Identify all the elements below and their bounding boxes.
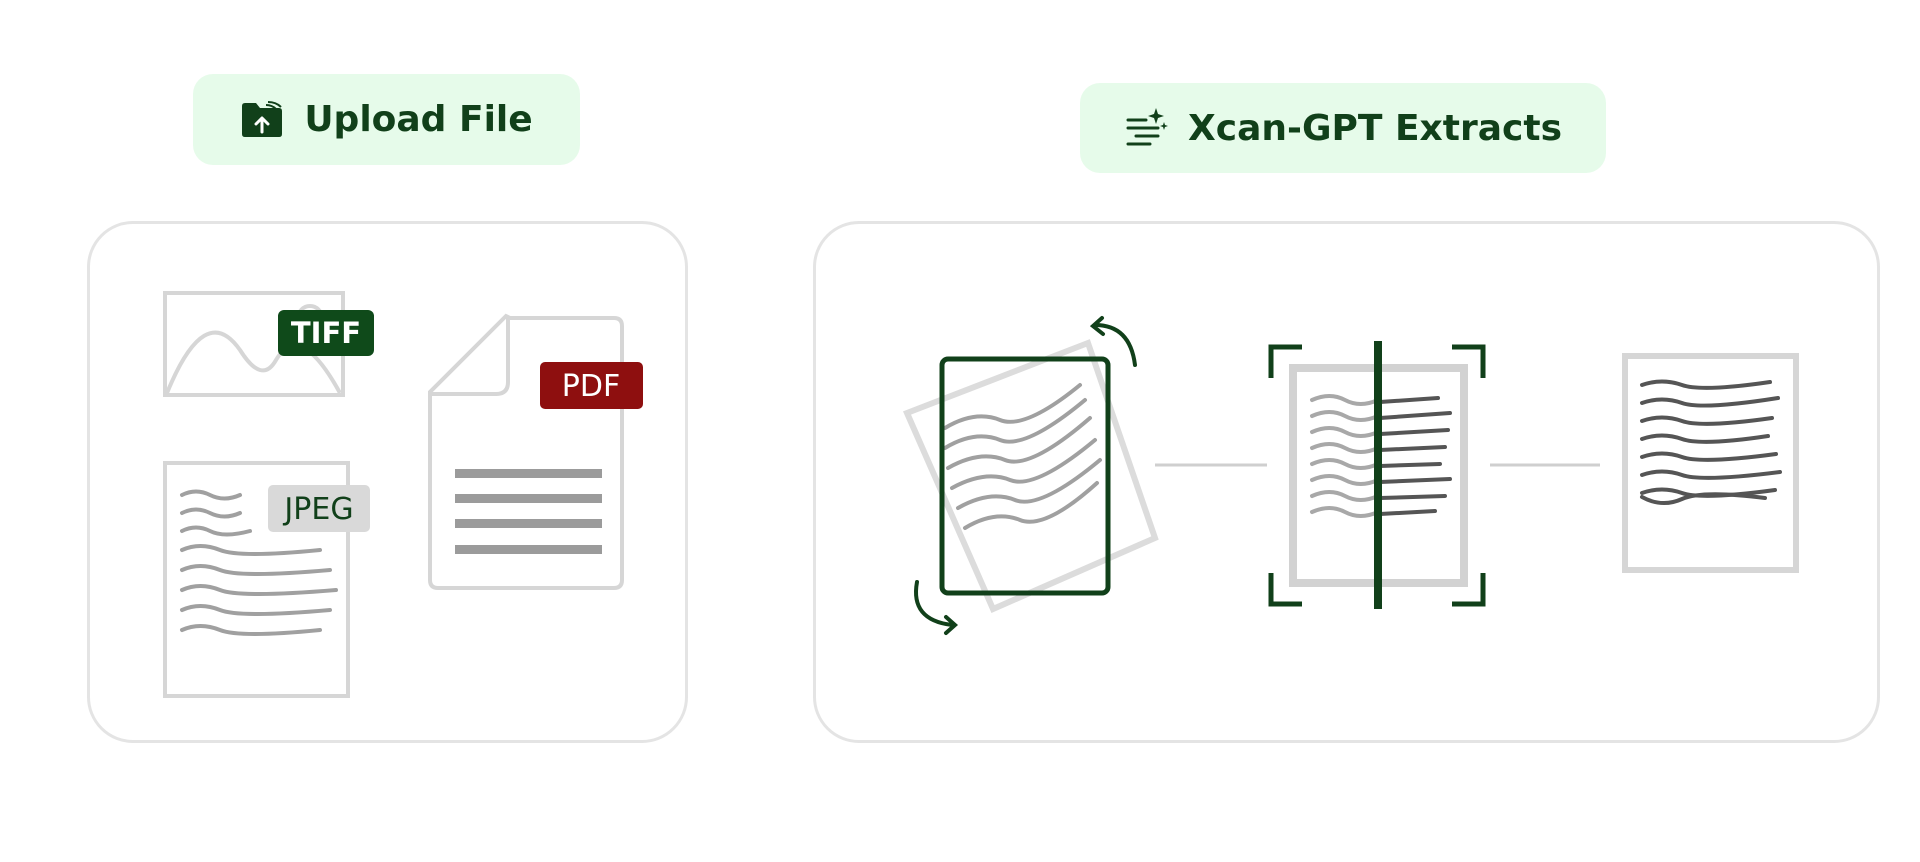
xcan-gpt-extracts-label: Xcan-GPT Extracts [1080,83,1606,173]
jpeg-badge: JPEG [268,485,370,532]
clean-document-icon [1622,353,1799,573]
scan-correct-icon [1268,341,1486,609]
tiff-label: TIFF [291,316,361,350]
folder-upload-icon [240,100,284,139]
xcan-gpt-extracts-title: Xcan-GPT Extracts [1187,107,1563,149]
pdf-badge: PDF [540,362,643,409]
jpeg-file-icon [163,461,350,698]
deskew-rotate-icon [902,316,1159,635]
upload-file-label: Upload File [193,74,580,165]
jpeg-label: JPEG [282,492,353,527]
upload-file-title: Upload File [304,99,533,140]
upload-formats-panel [87,221,688,743]
pdf-label: PDF [562,369,620,404]
pdf-file-icon [428,313,624,590]
tiff-badge: TIFF [278,310,374,356]
sparkle-lines-icon [1124,106,1168,150]
extraction-steps-panel [813,221,1880,743]
